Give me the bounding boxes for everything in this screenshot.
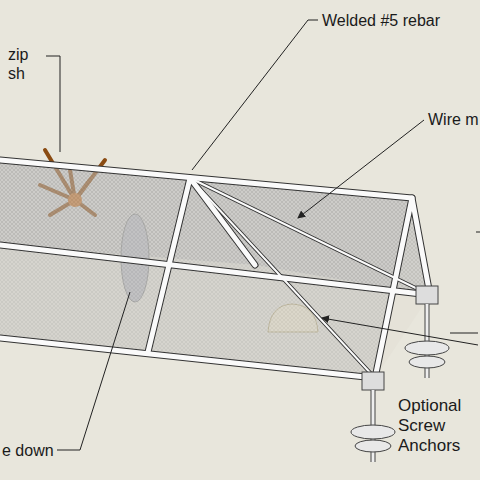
- part-label: Welded #5 rebar: [322, 11, 440, 30]
- part-label: sh: [8, 64, 25, 83]
- rebar-frame: [0, 160, 430, 378]
- leader-line: [46, 20, 480, 450]
- screw-anchor: [351, 286, 449, 462]
- part-label: Wire m: [428, 110, 479, 129]
- anchor-label: Optional Screw Anchors: [398, 396, 476, 456]
- part-label: zip: [8, 45, 28, 64]
- part-label: e down: [2, 441, 54, 460]
